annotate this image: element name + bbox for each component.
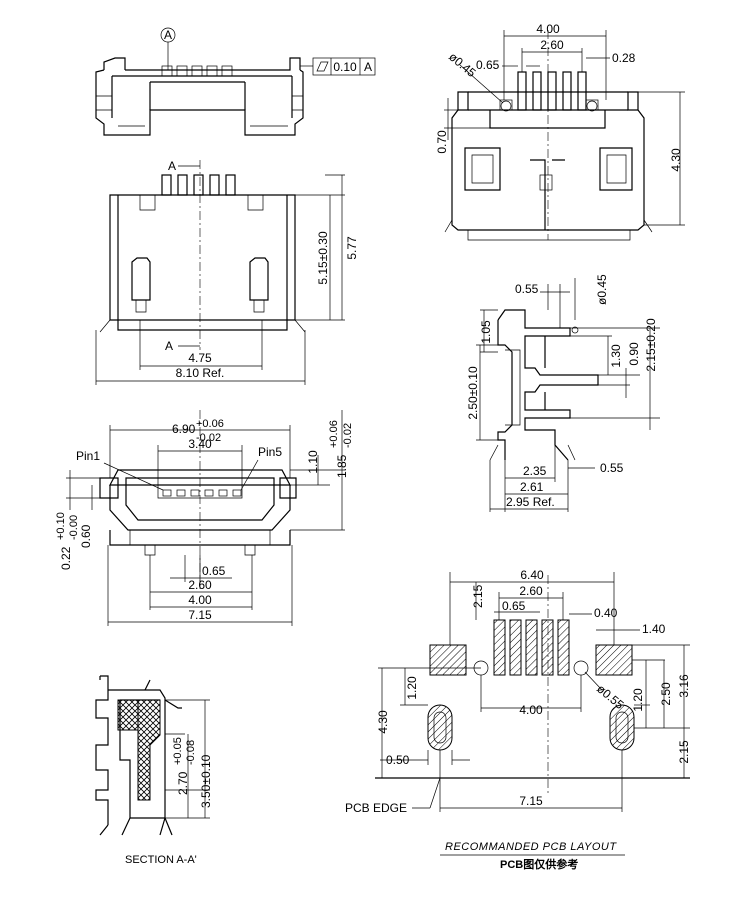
dim-0-65-top: 0.65 [476, 58, 500, 72]
flatness-tolerance-frame: 0.10 A [300, 57, 376, 76]
section-mark-bottom: A [165, 339, 173, 353]
tolerance-value: 0.10 [333, 60, 357, 74]
dim-0-70-top: 0.70 [435, 130, 449, 154]
dim-2-61-side: 2.61 [520, 480, 544, 494]
dim-2-50-side: 2.50±0.10 [466, 366, 480, 420]
dim-1-85: 1.85 [335, 454, 349, 478]
dim-0-90-side: 0.90 [627, 342, 641, 366]
section-mark-top: A [168, 159, 176, 173]
tolerance-datum: A [364, 60, 372, 74]
dim-2-70-plus: +0.05 [172, 737, 184, 765]
dim-2-60-top: 2.60 [540, 38, 564, 52]
pcb-layout-title: RECOMMANDED PCB LAYOUT [445, 841, 617, 853]
dim-dia-0-45-side: ø0.45 [595, 274, 609, 305]
dim-0-55-side: 0.55 [515, 282, 539, 296]
dim-2-35-side: 2.35 [523, 464, 547, 478]
dim-dia-0-45: ø0.45 [446, 50, 479, 81]
side-view: 0.55 ø0.45 1.05 1.30 0.90 2.15±0.20 2.50… [466, 274, 660, 512]
dim-1-10: 1.10 [306, 450, 320, 474]
section-fill-body [137, 699, 161, 801]
dim-6-90: 6.90 [172, 422, 196, 436]
pcb-pad-1 [493, 619, 506, 676]
dim-4-75: 4.75 [188, 351, 212, 365]
dim-1-85-minus: -0.02 [342, 423, 354, 448]
dim-7-15: 7.15 [188, 608, 212, 622]
dim-0-65: 0.65 [202, 564, 226, 578]
dim-2-70: 2.70 [176, 771, 190, 795]
dim-4-00: 4.00 [188, 593, 212, 607]
dim-2-15-side: 2.15±0.20 [644, 318, 658, 372]
dim-1-85-plus: +0.06 [328, 420, 340, 448]
dim-8-10-ref: 8.10 Ref. [176, 366, 225, 380]
dim-4-30-top: 4.30 [669, 148, 683, 172]
pin5-label: Pin5 [258, 445, 282, 459]
dim-0-28-top: 0.28 [612, 51, 636, 65]
dim-0-60: 0.60 [79, 524, 93, 548]
dim-1-40-pcb: 1.40 [642, 622, 666, 636]
pcb-layout: 6.40 2.15 2.60 0.65 0.40 1.40 1.20 4.30 … [345, 568, 691, 871]
pcb-pad-4 [541, 619, 554, 676]
dim-0-50-pcb: 0.50 [386, 753, 410, 767]
front-view: Pin1 Pin5 6.90 +0.06 -0.02 3.40 1.10 1.8… [55, 410, 354, 626]
dim-3-16-pcb: 3.16 [677, 674, 691, 698]
section-label: SECTION A-A' [125, 854, 197, 866]
dim-1-05-side: 1.05 [479, 320, 493, 344]
section-fill-top [117, 699, 139, 731]
section-view: 2.70 +0.05 -0.08 3.50±0.10 SECTION A-A' [95, 675, 213, 866]
dim-1-20-pcb-right: 1.20 [631, 688, 645, 712]
dim-0-55-side-b: 0.55 [600, 461, 624, 475]
dim-4-00-top: 4.00 [536, 22, 560, 36]
dim-5-77: 5.77 [345, 236, 359, 260]
dim-1-30-side: 1.30 [609, 344, 623, 368]
plan-view: A A 5.15±0.30 5.77 4.75 8.10 Ref. [95, 159, 359, 385]
pcb-pad-2 [509, 619, 522, 676]
dim-1-20-pcb-left: 1.20 [405, 676, 419, 700]
dim-2-50-pcb: 2.50 [659, 682, 673, 706]
pcb-layout-subtitle: PCB图仅供参考 [500, 857, 578, 871]
dim-0-22-minus: -0.00 [68, 515, 80, 540]
datum-label: A [164, 28, 172, 42]
dim-3-50: 3.50±0.10 [199, 754, 213, 808]
top-view: A 0.10 A [95, 27, 376, 136]
dim-2-60: 2.60 [188, 578, 212, 592]
dim-2-70-minus: -0.08 [185, 740, 197, 765]
top-view-body [95, 57, 304, 136]
pcb-edge-label: PCB EDGE [345, 801, 407, 815]
pcb-pad-right [595, 644, 633, 676]
dim-6-40-pcb: 6.40 [520, 568, 544, 582]
flatness-icon [316, 61, 329, 72]
dim-0-40-pcb: 0.40 [594, 606, 618, 620]
dim-2-95-ref: 2.95 Ref. [506, 495, 555, 509]
dim-2-15-pcb-right: 2.15 [677, 740, 691, 764]
dim-3-40: 3.40 [188, 437, 212, 451]
dim-0-65-pcb: 0.65 [502, 599, 526, 613]
pcb-pad-5 [557, 619, 570, 676]
dim-6-90-minus: -0.02 [196, 432, 221, 444]
dim-5-15: 5.15±0.30 [316, 231, 330, 285]
pin1-label: Pin1 [76, 449, 100, 463]
dim-2-15-pcb: 2.15 [471, 584, 485, 608]
dim-0-22-plus: +0.10 [55, 512, 67, 540]
pcb-pad-3 [525, 619, 538, 676]
dim-4-30-pcb: 4.30 [376, 710, 390, 734]
dim-0-22: 0.22 [59, 546, 73, 570]
pcb-pad-left [429, 644, 467, 676]
right-top-view: 4.00 2.60 0.65 0.28 ø0.45 0.70 4.30 [435, 22, 685, 241]
dim-2-60-pcb: 2.60 [519, 584, 543, 598]
dim-7-15-pcb: 7.15 [519, 794, 543, 808]
dim-4-00-pcb: 4.00 [519, 703, 543, 717]
dim-6-90-plus: +0.06 [196, 418, 224, 430]
